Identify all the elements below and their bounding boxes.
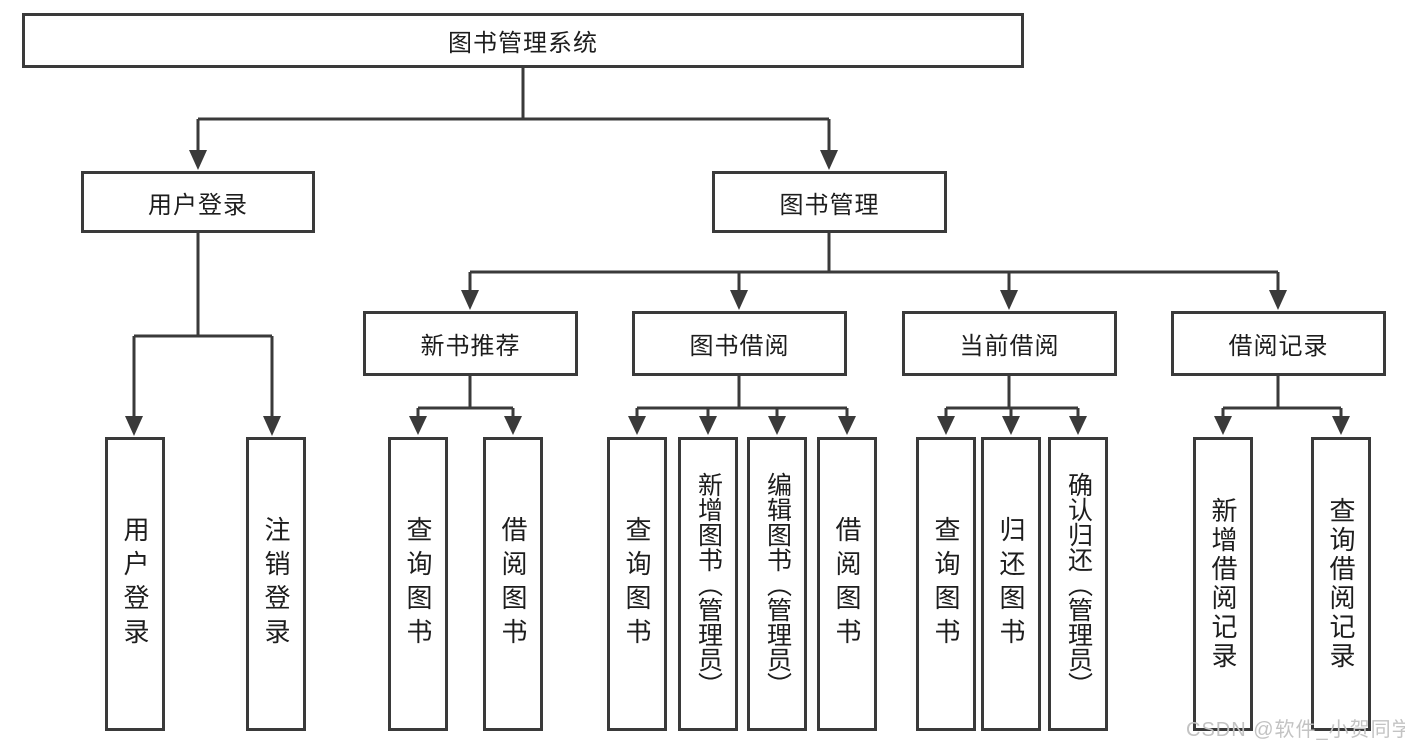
- node-label: 新增借阅记录: [1208, 497, 1238, 671]
- leaf-records-add-record: 新增借阅记录: [1193, 437, 1253, 731]
- node-book-management: 图书管理: [712, 171, 947, 233]
- leaf-borrow-add-book-admin: 新增图书（管理员）: [678, 437, 738, 731]
- leaf-borrow-edit-book-admin: 编辑图书（管理员）: [747, 437, 807, 731]
- connector-login-to-leaves: [125, 233, 281, 436]
- leaf-current-confirm-return-admin: 确认归还（管理员）: [1048, 437, 1108, 731]
- node-label: 编辑图书（管理员）: [763, 471, 792, 697]
- leaf-logout: 注销登录: [246, 437, 306, 731]
- node-current-borrowing: 当前借阅: [902, 311, 1117, 376]
- leaf-borrow-borrow-book: 借阅图书: [817, 437, 877, 731]
- node-label: 归还图书: [996, 516, 1026, 652]
- node-label: 确认归还（管理员）: [1064, 471, 1093, 697]
- connector-records-to-leaves: [1214, 376, 1350, 435]
- node-label: 用户登录: [148, 191, 248, 219]
- leaf-borrow-query-book: 查询图书: [607, 437, 667, 731]
- node-new-book-recommendation: 新书推荐: [363, 311, 578, 376]
- connector-current-to-leaves: [937, 376, 1087, 435]
- leaf-records-query-record: 查询借阅记录: [1311, 437, 1371, 731]
- node-label: 图书管理: [779, 191, 880, 219]
- node-label: 查询图书: [403, 516, 433, 652]
- leaf-recommend-query-book: 查询图书: [388, 437, 448, 731]
- connector-root-to-level2: [189, 68, 838, 170]
- node-label: 图书管理系统: [448, 30, 598, 57]
- leaf-current-return-book: 归还图书: [981, 437, 1041, 731]
- leaf-current-query-book: 查询图书: [916, 437, 976, 731]
- node-user-login: 用户登录: [81, 171, 315, 233]
- node-label: 查询图书: [622, 516, 652, 652]
- leaf-recommend-borrow-book: 借阅图书: [483, 437, 543, 731]
- node-label: 查询图书: [931, 516, 961, 652]
- leaf-user-login: 用户登录: [105, 437, 165, 731]
- csdn-watermark: CSDN @软件_小贺同学: [1186, 719, 1405, 741]
- node-book-management-system: 图书管理系统: [22, 13, 1024, 68]
- node-label: 借阅记录: [1228, 333, 1329, 360]
- node-book-borrowing: 图书借阅: [632, 311, 847, 376]
- connector-borrow-to-leaves: [628, 376, 856, 435]
- node-label: 用户登录: [120, 516, 150, 652]
- node-borrowing-records: 借阅记录: [1171, 311, 1386, 376]
- node-label: 新书推荐: [420, 333, 521, 360]
- node-label: 查询借阅记录: [1326, 497, 1356, 671]
- connector-recommend-to-leaves: [409, 376, 522, 435]
- node-label: 当前借阅: [959, 333, 1060, 360]
- node-label: 图书借阅: [689, 333, 790, 360]
- connector-mgmt-to-level3: [461, 233, 1287, 310]
- node-label: 借阅图书: [832, 516, 862, 652]
- node-label: 注销登录: [261, 516, 291, 652]
- node-label: 新增图书（管理员）: [694, 471, 723, 697]
- node-label: 借阅图书: [498, 516, 528, 652]
